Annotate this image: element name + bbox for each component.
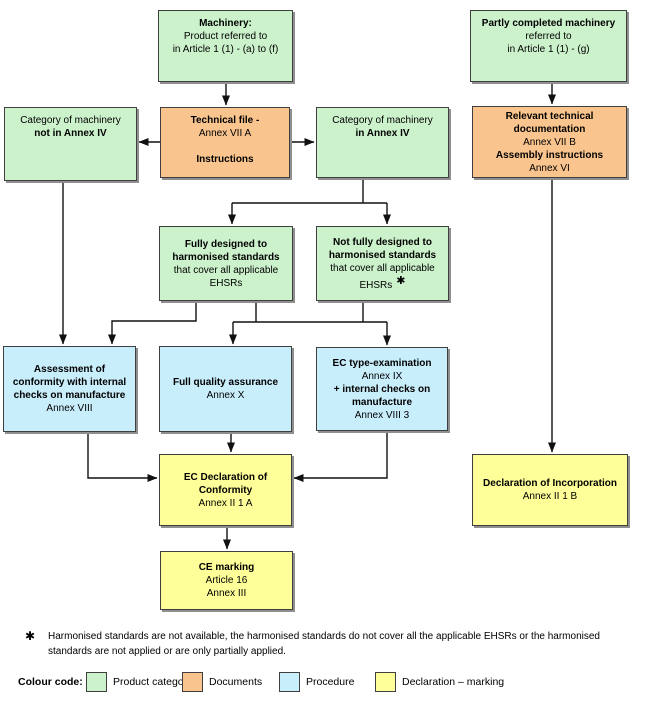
text-line: Assembly instructions xyxy=(495,149,604,161)
box-assessment-internal-checks: Assessment of conformity with internal c… xyxy=(3,346,136,432)
text-line: + internal checks on xyxy=(333,383,431,395)
text-line: Annex VI xyxy=(529,162,570,174)
text-line: harmonised standards xyxy=(328,249,437,261)
text-line: Full quality assurance xyxy=(172,377,279,388)
box-category-not-annex-iv: Category of machinery not in Annex IV xyxy=(4,107,137,181)
legend-item-procedure: Procedure xyxy=(279,672,354,692)
text-line: Category of machinery xyxy=(20,115,121,126)
text-line: Annex VII B xyxy=(523,136,576,148)
text-line: in Annex IV xyxy=(355,128,410,139)
text-line: Relevant technical xyxy=(505,110,594,122)
text-line: CE marking xyxy=(198,562,255,573)
text-line: Article 16 xyxy=(205,575,248,586)
text-line: Annex X xyxy=(206,390,245,401)
text-line: Declaration of Incorporation xyxy=(483,478,617,489)
legend-swatch-product-category xyxy=(86,672,107,692)
text-line: EHSRs xyxy=(209,277,243,289)
legend-label: Product category xyxy=(113,676,193,688)
text-line: Conformity xyxy=(198,484,253,496)
legend-title: Colour code: xyxy=(18,676,83,688)
legend-label: Documents xyxy=(209,676,263,688)
text-line: conformity with internal xyxy=(12,377,127,388)
text-line: EC type-examination xyxy=(332,357,432,369)
text-line: Fully designed to xyxy=(184,238,268,250)
legend-item-product-category: Product category xyxy=(86,672,192,692)
legend-label: Declaration – marking xyxy=(402,676,505,688)
text-line: Annex II 1 A xyxy=(198,497,253,509)
text-line: EC Declaration of xyxy=(183,471,268,483)
footnote: ✱ Harmonised standards are not available… xyxy=(25,629,639,659)
legend-swatch-declaration-marking xyxy=(375,672,396,692)
legend-item-documents: Documents xyxy=(182,672,262,692)
box-declaration-of-incorporation: Declaration of Incorporation Annex II 1 … xyxy=(472,454,628,526)
legend-swatch-documents xyxy=(182,672,203,692)
box-fully-designed: Fully designed to harmonised standards t… xyxy=(159,226,293,301)
text-line: documentation xyxy=(513,123,586,135)
box-ec-type-examination: EC type-examination Annex IX + internal … xyxy=(316,347,448,431)
text-line: Instructions xyxy=(196,154,254,165)
text-line: Assessment of xyxy=(33,364,106,375)
box-relevant-technical-documentation: Relevant technical documentation Annex V… xyxy=(472,106,627,178)
box-machinery: Machinery: Product referred to in Articl… xyxy=(158,10,293,82)
text-line: Partly completed machinery xyxy=(481,18,616,29)
footnote-reference-asterisk: ✱ xyxy=(396,274,406,287)
box-partly-completed-machinery: Partly completed machinery referred to i… xyxy=(470,10,627,82)
footnote-asterisk: ✱ xyxy=(25,629,36,643)
text-line: Annex VIII xyxy=(46,403,93,414)
text-line: Technical file - xyxy=(190,115,260,126)
legend-item-declaration-marking: Declaration – marking xyxy=(375,672,504,692)
box-category-in-annex-iv: Category of machinery in Annex IV xyxy=(316,107,449,178)
text-line: EHSRs✱ xyxy=(359,274,406,291)
text-line: Annex IX xyxy=(361,370,403,382)
text-line: Annex VII A xyxy=(198,128,252,139)
text-line: Machinery: xyxy=(199,18,252,29)
legend-swatch-procedure xyxy=(279,672,300,692)
text-line: referred to xyxy=(525,31,572,42)
text-line: that cover all applicable xyxy=(330,262,435,274)
text-line: Annex VIII 3 xyxy=(354,409,410,421)
box-technical-file: Technical file - Annex VII A Instruction… xyxy=(160,107,290,178)
legend-label: Procedure xyxy=(306,676,355,688)
box-ec-declaration-of-conformity: EC Declaration of Conformity Annex II 1 … xyxy=(159,454,292,526)
text-line: harmonised standards xyxy=(172,251,280,263)
text-line: in Article 1 (1) - (g) xyxy=(507,44,590,55)
text-line: not in Annex IV xyxy=(34,128,107,139)
text-line: Annex III xyxy=(206,588,247,599)
connector-arrows xyxy=(59,82,556,550)
text-line: manufacture xyxy=(351,396,412,408)
text-line: Not fully designed to xyxy=(333,236,432,248)
text-line: Category of machinery xyxy=(332,115,433,126)
text-line: in Article 1 (1) - (a) to (f) xyxy=(172,44,279,55)
box-not-fully-designed: Not fully designed to harmonised standar… xyxy=(316,226,449,301)
footnote-text: Harmonised standards are not available, … xyxy=(48,631,600,657)
text-line: Annex II 1 B xyxy=(522,491,578,502)
colour-code-legend: Colour code: Product category Documents … xyxy=(18,672,638,696)
box-ce-marking: CE marking Article 16 Annex III xyxy=(160,551,293,610)
box-full-quality-assurance: Full quality assurance Annex X xyxy=(159,346,292,432)
text-line: Product referred to xyxy=(183,31,268,42)
text-line: that cover all applicable xyxy=(173,264,279,276)
text-line: checks on manufacture xyxy=(13,390,126,401)
